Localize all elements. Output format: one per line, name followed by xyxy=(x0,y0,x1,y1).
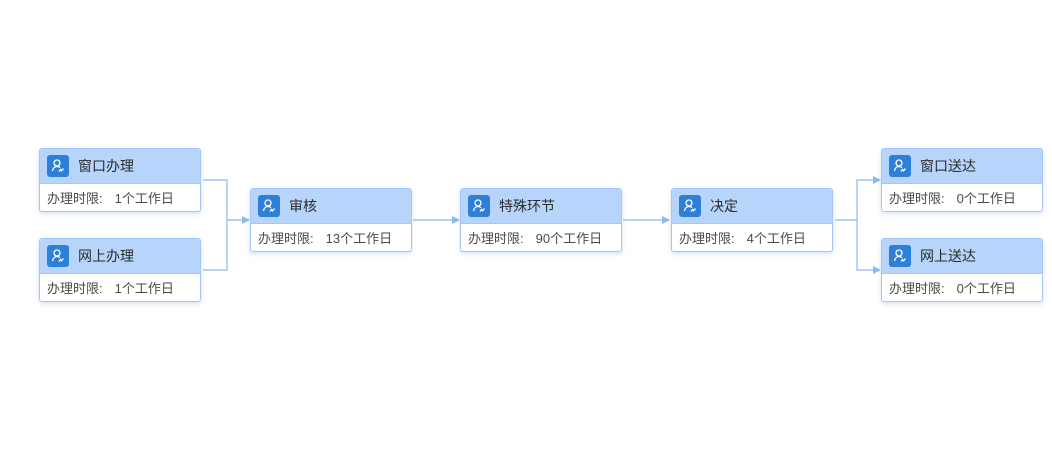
user-sign-icon xyxy=(258,195,280,217)
limit-value: 0个工作日 xyxy=(956,281,1016,296)
limit-label: 办理时限: xyxy=(889,191,945,206)
node-title: 特殊环节 xyxy=(499,198,555,214)
limit-label: 办理时限: xyxy=(468,231,524,246)
node-title: 审核 xyxy=(289,198,317,214)
connector-window-handle-review xyxy=(203,179,228,220)
node-decision[interactable]: 决定 办理时限: 4个工作日 xyxy=(671,188,833,252)
user-sign-icon xyxy=(679,195,701,217)
connector-decision-online-delivery xyxy=(856,220,881,274)
user-sign-icon xyxy=(889,245,911,267)
node-time-limit: 办理时限: 0个工作日 xyxy=(882,273,1042,301)
node-online-delivery[interactable]: 网上送达 办理时限: 0个工作日 xyxy=(881,238,1043,302)
node-header: 窗口送达 xyxy=(882,149,1042,183)
node-time-limit: 办理时限: 0个工作日 xyxy=(882,183,1042,211)
limit-label: 办理时限: xyxy=(258,231,314,246)
user-sign-icon xyxy=(47,245,69,267)
node-title: 决定 xyxy=(710,198,738,214)
limit-value: 1个工作日 xyxy=(114,191,174,206)
limit-value: 4个工作日 xyxy=(746,231,806,246)
node-online-handle[interactable]: 网上办理 办理时限: 1个工作日 xyxy=(39,238,201,302)
node-title: 窗口送达 xyxy=(920,158,976,174)
node-special[interactable]: 特殊环节 办理时限: 90个工作日 xyxy=(460,188,622,252)
node-title: 网上送达 xyxy=(920,248,976,264)
limit-label: 办理时限: xyxy=(47,191,103,206)
node-header: 决定 xyxy=(672,189,832,223)
connector-online-handle-review xyxy=(203,220,228,271)
node-header: 网上办理 xyxy=(40,239,200,273)
limit-value: 90个工作日 xyxy=(535,231,603,246)
node-title: 窗口办理 xyxy=(78,158,134,174)
node-header: 网上送达 xyxy=(882,239,1042,273)
connector-decision-window-delivery xyxy=(856,176,881,220)
node-window-handle[interactable]: 窗口办理 办理时限: 1个工作日 xyxy=(39,148,201,212)
node-header: 窗口办理 xyxy=(40,149,200,183)
user-sign-icon xyxy=(468,195,490,217)
node-time-limit: 办理时限: 13个工作日 xyxy=(251,223,411,251)
limit-value: 1个工作日 xyxy=(114,281,174,296)
user-sign-icon xyxy=(47,155,69,177)
node-time-limit: 办理时限: 1个工作日 xyxy=(40,273,200,301)
user-sign-icon xyxy=(889,155,911,177)
node-window-delivery[interactable]: 窗口送达 办理时限: 0个工作日 xyxy=(881,148,1043,212)
node-title: 网上办理 xyxy=(78,248,134,264)
limit-label: 办理时限: xyxy=(889,281,945,296)
node-time-limit: 办理时限: 90个工作日 xyxy=(461,223,621,251)
limit-value: 0个工作日 xyxy=(956,191,1016,206)
limit-value: 13个工作日 xyxy=(325,231,393,246)
node-header: 审核 xyxy=(251,189,411,223)
node-time-limit: 办理时限: 4个工作日 xyxy=(672,223,832,251)
node-review[interactable]: 审核 办理时限: 13个工作日 xyxy=(250,188,412,252)
limit-label: 办理时限: xyxy=(47,281,103,296)
node-header: 特殊环节 xyxy=(461,189,621,223)
node-time-limit: 办理时限: 1个工作日 xyxy=(40,183,200,211)
limit-label: 办理时限: xyxy=(679,231,735,246)
